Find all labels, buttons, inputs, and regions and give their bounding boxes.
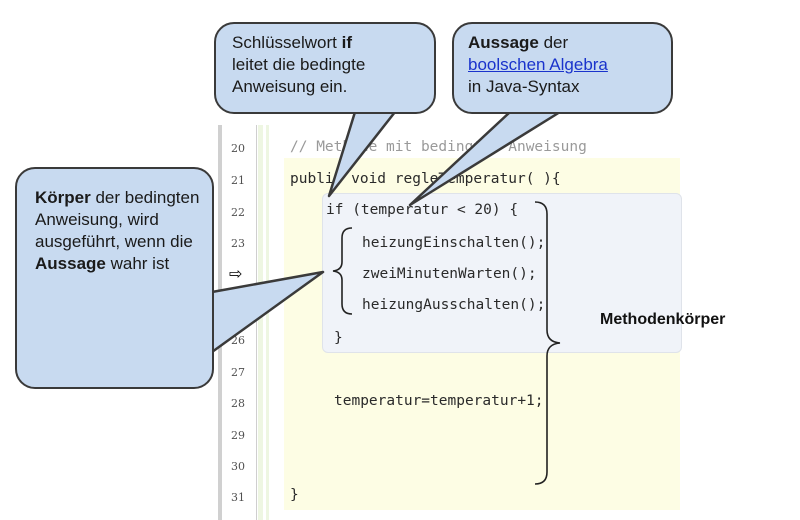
gutter-separator — [256, 125, 257, 520]
line-number: 22 — [231, 206, 245, 219]
change-marker-strip — [258, 125, 263, 520]
callout-keyword: Aussage — [468, 33, 539, 52]
callout-text: in Java-Syntax — [468, 77, 580, 96]
line-number: 20 — [231, 142, 245, 155]
koerper-callout: Körper der bedingten Anweisung, wird aus… — [15, 167, 214, 389]
aussage-callout-pointer — [408, 110, 562, 207]
callout-text: wahr ist — [105, 254, 170, 273]
keyword-callout-pointer — [327, 110, 397, 198]
callout-keyword: Körper — [35, 188, 91, 207]
method-body-brace — [534, 201, 561, 485]
current-line-arrow-icon: ⇨ — [229, 266, 243, 283]
boolean-algebra-link[interactable]: boolschen Algebra — [468, 55, 608, 74]
callout-text: leitet die bedingte Anweisung ein. — [232, 55, 366, 96]
line-number: 30 — [231, 460, 245, 473]
keyword-callout: Schlüsselwort if leitet die bedingte Anw… — [214, 22, 436, 114]
callout-text: der — [538, 33, 569, 52]
line-number: 31 — [231, 491, 245, 504]
line-number: 28 — [231, 397, 245, 410]
koerper-callout-pointer — [210, 270, 325, 354]
code-closing-brace: } — [334, 330, 343, 346]
if-body-brace — [332, 227, 353, 315]
line-number: 29 — [231, 429, 245, 442]
code-closing-brace: } — [290, 487, 299, 503]
code-statement: zweiMinutenWarten(); — [362, 266, 537, 282]
line-number: 21 — [231, 174, 245, 187]
code-if-statement: if (temperatur < 20) { — [326, 202, 519, 218]
callout-text: Schlüsselwort — [232, 33, 342, 52]
code-assignment: temperatur=temperatur+1; — [334, 393, 544, 409]
change-marker-strip — [266, 125, 269, 520]
if-block-highlight — [322, 193, 682, 353]
code-method-signature: public void regleTemperatur( ){ — [290, 171, 561, 187]
line-number: 23 — [231, 237, 245, 250]
line-number: 27 — [231, 366, 245, 379]
code-statement: heizungAusschalten(); — [362, 297, 546, 313]
method-body-label: Methodenkörper — [600, 311, 726, 328]
callout-text: der bedingten Anweisung, wird ausgeführt… — [35, 188, 200, 251]
code-statement: heizungEinschalten(); — [362, 235, 546, 251]
callout-keyword: Aussage — [35, 254, 106, 273]
callout-keyword: if — [341, 33, 352, 52]
aussage-callout: Aussage der boolschen Algebra in Java-Sy… — [452, 22, 673, 114]
